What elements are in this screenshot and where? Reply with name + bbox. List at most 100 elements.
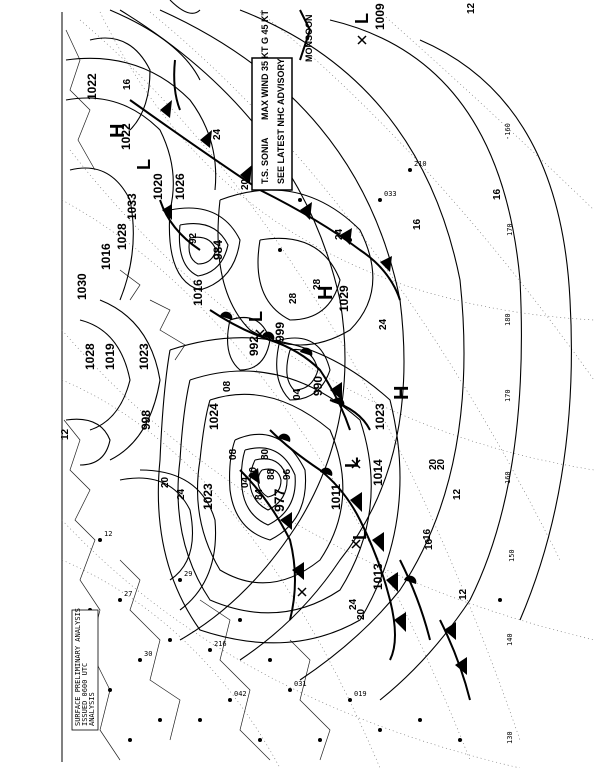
low-center-letter: L xyxy=(246,311,266,322)
pressure-value: 1022 xyxy=(119,123,133,150)
pressure-centers: L 1009 L 1013 1016 L 1020 1028 1023 992 … xyxy=(75,3,413,590)
isobar-label: 20 xyxy=(436,458,447,470)
header-label: MONSOON xyxy=(304,14,314,62)
longitude-label: 170 xyxy=(506,223,514,236)
isobar-label: 24 xyxy=(378,318,389,330)
pressure-value: 1020 xyxy=(151,173,165,200)
pressure-value: 1009 xyxy=(373,3,387,30)
pressure-value: 1013 xyxy=(371,563,385,590)
pressure-value: 1024 xyxy=(207,403,221,430)
isobars xyxy=(65,0,572,701)
isobar-label: 92 xyxy=(188,232,199,244)
longitude-label: 160 xyxy=(504,471,512,484)
pressure-value: 992 xyxy=(247,336,261,356)
isobar-label: 12 xyxy=(452,488,463,500)
longitude-label: 180 xyxy=(504,313,512,326)
isobar-label: 24 xyxy=(176,488,187,500)
station-label: 042 xyxy=(234,690,247,698)
center-marks xyxy=(255,35,367,597)
station-label: 033 xyxy=(384,190,397,198)
pressure-value: 1022 xyxy=(85,73,99,100)
pressure-value: 1016 xyxy=(99,243,113,270)
pressure-value: 1016 xyxy=(191,279,205,306)
isobar-label: 08 xyxy=(222,380,233,392)
cold-front-triangle xyxy=(240,165,252,183)
isobar-label: 20 xyxy=(428,458,439,470)
isobar-label: 12 xyxy=(466,2,477,14)
longitude-label: 170 xyxy=(504,389,512,402)
cold-front-triangle xyxy=(300,202,312,220)
isobar-label: 16 xyxy=(122,78,133,90)
high-center-letter: H xyxy=(391,386,413,400)
pressure-value: 1029 xyxy=(337,285,351,312)
isobar-label: 28 xyxy=(312,278,323,290)
station-label: 27 xyxy=(124,590,132,598)
isobar-label: 20 xyxy=(356,608,367,620)
longitude-label: -160 xyxy=(504,123,512,140)
station-label: 12 xyxy=(104,530,112,538)
pressure-value: 1026 xyxy=(173,173,187,200)
longitude-label: 140 xyxy=(506,633,514,646)
isobar-labels: 12 16 20 24 28 12 16 20 24 16 20 24 08 0… xyxy=(60,2,503,620)
map-frame-left xyxy=(0,0,62,768)
isobar-label: 20 xyxy=(240,178,251,190)
station-label: 29 xyxy=(184,570,192,578)
coastlines xyxy=(63,29,331,761)
pressure-value: 1033 xyxy=(125,193,139,220)
high-center-letter: H xyxy=(107,124,129,138)
caption-line: SURFACE PRELIMINARY ANALYSIS xyxy=(74,608,82,726)
station-label: 30 xyxy=(144,650,152,658)
isobar-label: 24 xyxy=(212,128,223,140)
cold-front-triangle xyxy=(160,100,172,118)
station-label: 210 xyxy=(414,160,427,168)
caption-line: ISSUED 0600 UTC xyxy=(81,663,89,726)
isobar-label: 84 xyxy=(254,488,265,500)
pressure-value: 1014 xyxy=(371,459,385,486)
isobar-label: 28 xyxy=(288,292,299,304)
caption-line: ANALYSIS xyxy=(88,692,96,726)
low-center-letter: L xyxy=(352,13,372,24)
advisory-line: MAX WIND 35 KT G 45 KT xyxy=(260,9,270,120)
isobar-label: 08 xyxy=(228,448,239,460)
high-center-letter: H xyxy=(315,286,337,300)
pressure-value: 1019 xyxy=(103,343,117,370)
isobar-label: 16 xyxy=(424,538,435,550)
low-center-letter: L xyxy=(350,529,370,540)
isobar-label: 24 xyxy=(334,228,345,240)
isobar-label: 04 xyxy=(292,388,303,400)
fronts xyxy=(129,59,471,701)
isobar-label: 80 xyxy=(260,448,271,460)
longitude-label: 130 xyxy=(506,731,514,744)
station-label: 031 xyxy=(294,680,307,688)
pressure-value: 1028 xyxy=(83,343,97,370)
pressure-value: 1023 xyxy=(373,403,387,430)
isobar-label: 12 xyxy=(458,588,469,600)
pressure-value: 1023 xyxy=(137,343,151,370)
isobar-label: 04 xyxy=(240,476,251,488)
longitude-label: 150 xyxy=(508,549,516,562)
corner-caption: SURFACE PRELIMINARY ANALYSIS ISSUED 0600… xyxy=(71,608,99,731)
advisory-line: T.S. SONIA xyxy=(260,137,270,184)
isobar-label: 20 xyxy=(160,476,171,488)
pressure-value: 999 xyxy=(273,322,287,342)
isobar-label: 12 xyxy=(60,428,71,440)
isobar-label: 24 xyxy=(348,598,359,610)
isobar-label: 16 xyxy=(412,218,423,230)
isobar-label: 00 xyxy=(248,466,259,478)
station-labels: 12 27 30 29 216 042 031 019 210 033 xyxy=(104,160,427,698)
station-label: 216 xyxy=(214,640,227,648)
isobar-label: 88 xyxy=(266,468,277,480)
advisory-box: T.S. SONIA MAX WIND 35 KT G 45 KT SEE LA… xyxy=(251,9,293,191)
isobar-label: 16 xyxy=(422,528,433,540)
isobar-label: 16 xyxy=(492,188,503,200)
pressure-value: 984 xyxy=(211,240,225,260)
pressure-value: 1028 xyxy=(115,223,129,250)
station-plots xyxy=(88,168,502,742)
pressure-value: 1030 xyxy=(75,273,89,300)
pressure-value: 990 xyxy=(311,376,325,396)
station-label: 019 xyxy=(354,690,367,698)
pressure-value: 977 xyxy=(271,488,287,512)
isobar-label: 96 xyxy=(282,468,293,480)
pressure-value: 998 xyxy=(139,410,153,430)
